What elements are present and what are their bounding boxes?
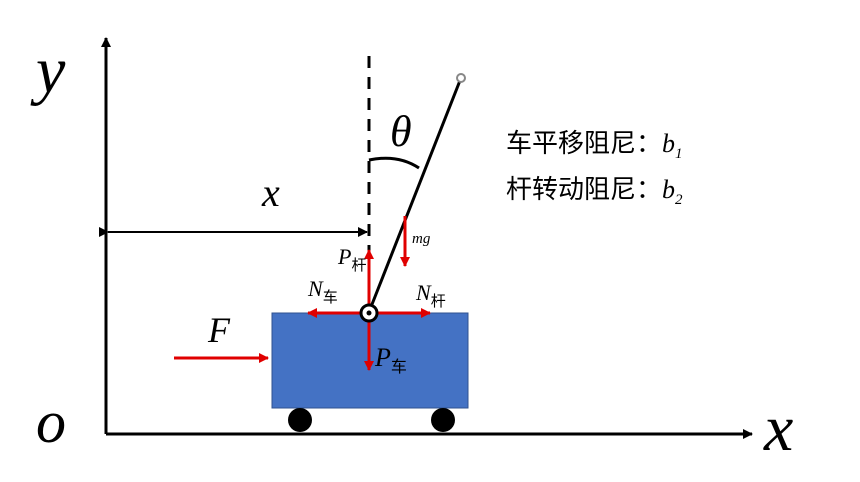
x-displacement-label: x <box>261 170 280 215</box>
cart-wheel-right <box>431 408 455 432</box>
cart-vertical-force-label: P车 <box>374 343 407 376</box>
x-axis-label: x <box>763 392 793 465</box>
gravity-label: mg <box>412 231 431 247</box>
y-axis-label: y <box>30 34 66 107</box>
pivot-center <box>366 310 372 316</box>
rod-vertical-force-label: P杆 <box>337 244 366 274</box>
rod-tip <box>456 73 466 83</box>
theta-label: θ <box>390 107 412 156</box>
origin-label: o <box>36 389 66 455</box>
rod-damping-note: 杆转动阻尼：b2 <box>506 175 683 208</box>
pendulum-rod <box>367 77 463 313</box>
cart-wheel-left <box>288 408 312 432</box>
rod-horizontal-force-label: N杆 <box>415 280 446 310</box>
theta-arc <box>368 156 420 170</box>
cart-damping-note: 车平移阻尼：b1 <box>506 129 683 162</box>
external-force-label: F <box>207 310 231 350</box>
cart-horizontal-force-label: N车 <box>307 276 338 306</box>
